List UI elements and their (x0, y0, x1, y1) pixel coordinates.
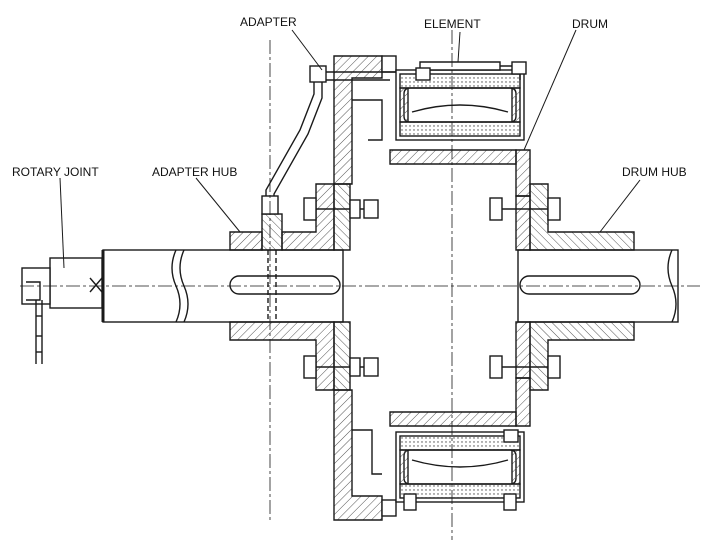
leader-lines (59, 29, 641, 269)
adapter-plate (333, 55, 397, 521)
label-drum: DRUM (572, 17, 608, 31)
label-drum-hub: DRUM HUB (622, 165, 687, 179)
air-supply-line (261, 61, 527, 322)
bolt-left-bottom (303, 355, 379, 379)
label-adapter-hub: ADAPTER HUB (152, 165, 237, 179)
drum (389, 149, 531, 427)
bolt-left-top (303, 197, 379, 221)
bolt-right-bottom (489, 355, 561, 379)
label-adapter: ADAPTER (240, 15, 297, 29)
centerlines (20, 30, 700, 540)
drum-hub (529, 183, 635, 391)
bolt-drum-top (403, 429, 519, 511)
label-element: ELEMENT (424, 17, 481, 31)
element-bottom (395, 431, 525, 503)
bolts (303, 197, 561, 511)
bolt-right-top (489, 197, 561, 221)
element-top (395, 61, 525, 141)
rotary-joint (21, 257, 103, 364)
label-rotary-joint: ROTARY JOINT (12, 165, 99, 179)
adapter-hub (229, 183, 335, 391)
